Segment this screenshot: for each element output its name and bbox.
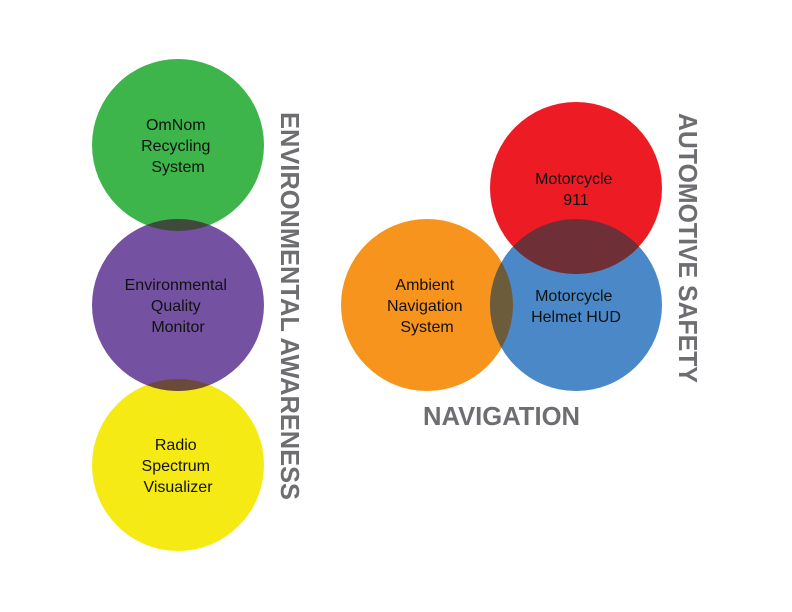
circle-eqm <box>92 219 264 391</box>
category-navigation: NAVIGATION <box>423 401 580 431</box>
label-911: Motorcycle 911 <box>535 171 617 209</box>
overlap-red-blue <box>490 219 662 274</box>
label-helmet: Motorcycle Helmet HUD <box>531 288 621 326</box>
circle-radio <box>92 379 264 551</box>
label-omnom: OmNom Recycling System <box>141 117 215 176</box>
circle-omnom <box>92 59 264 231</box>
circle-ambient <box>341 219 513 391</box>
label-ambient: Ambient Navigation System <box>387 277 467 336</box>
category-automotive: AUTOMOTIVE SAFETY <box>673 113 703 383</box>
label-eqm: Environmental Quality Monitor <box>125 277 232 336</box>
category-environmental: ENVIRONMENTAL AWARENESS <box>275 112 305 500</box>
label-radio: Radio Spectrum Visualizer <box>142 437 215 496</box>
